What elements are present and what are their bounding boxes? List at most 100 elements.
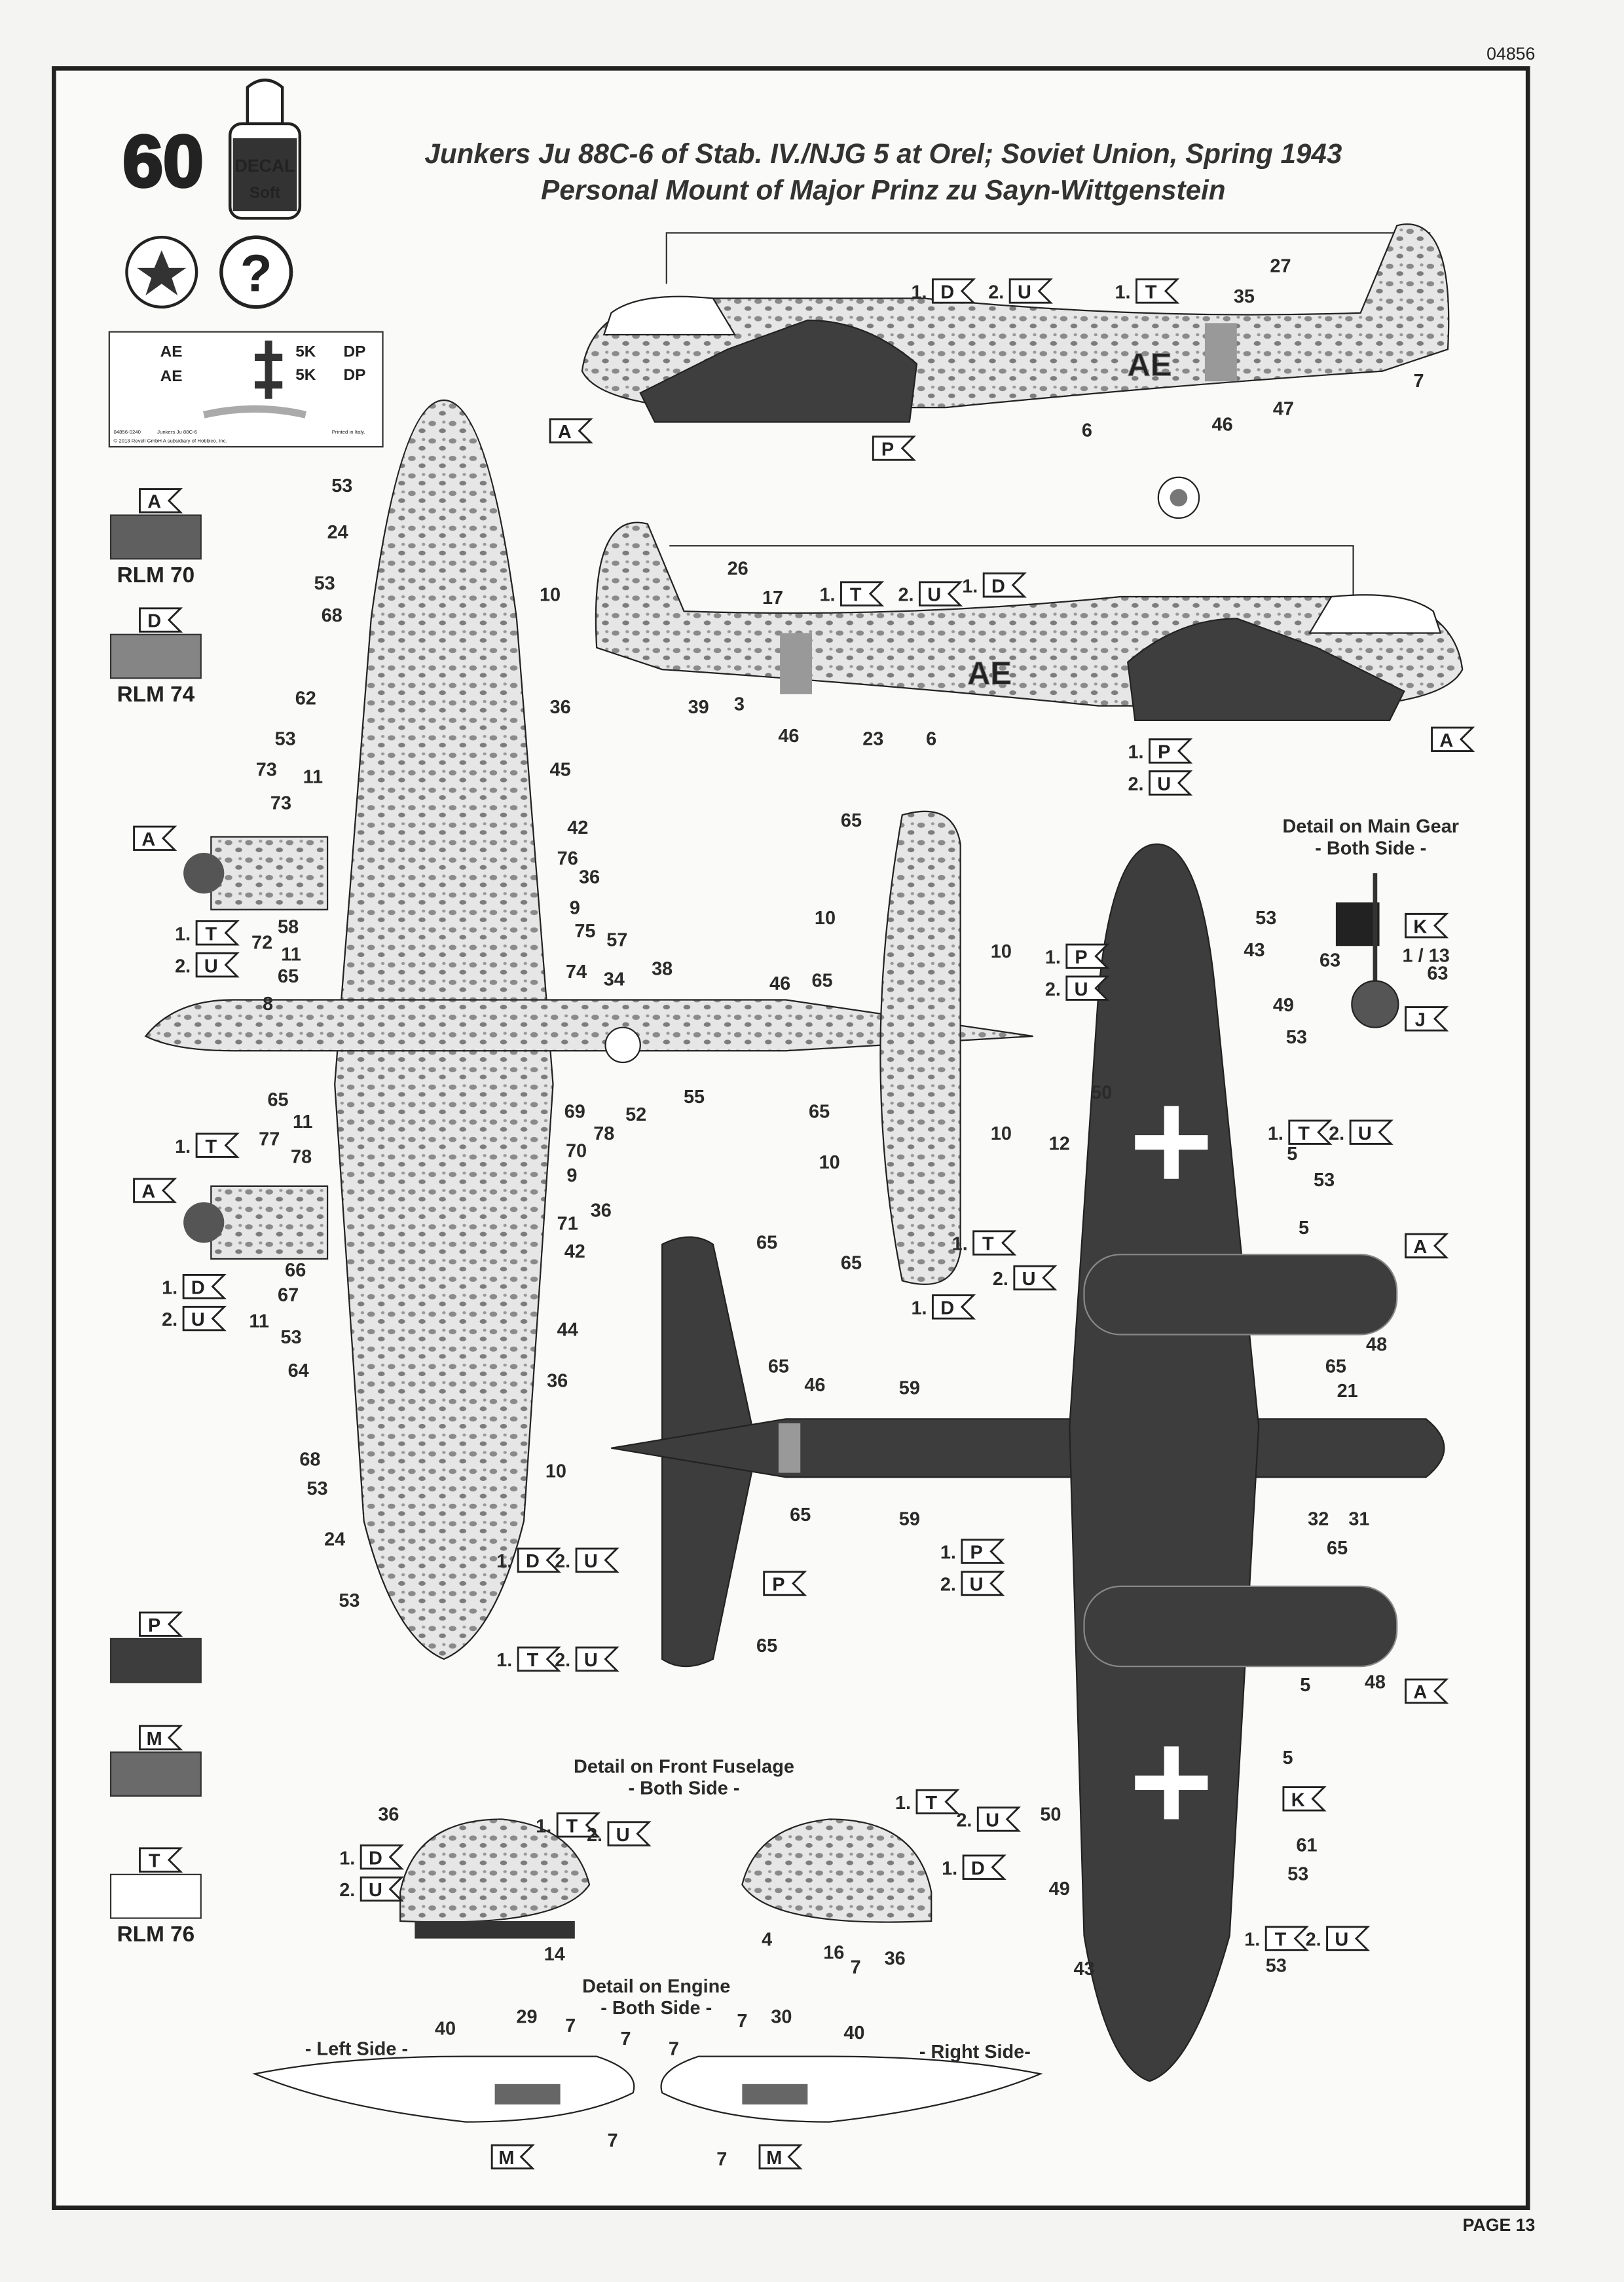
front-fuselage-detail-right <box>741 1818 932 1923</box>
callout-number: 12 <box>1049 1133 1070 1154</box>
color-code-tag: 2.U <box>988 278 1053 304</box>
fuselage-code-marking-left: AE <box>1128 347 1172 383</box>
legend-color-name: RLM 76 <box>117 1922 194 1947</box>
callout-number: 53 <box>1286 1027 1307 1048</box>
decal-bottle-sub: Soft <box>249 184 281 202</box>
callout-number: 36 <box>547 1371 568 1392</box>
color-code-tag: J <box>1405 1006 1449 1032</box>
color-code-letter: T <box>149 1851 160 1872</box>
decal-soft-bottle-icon: DECAL Soft <box>229 79 302 220</box>
decal-step-prefix: 2. <box>898 585 913 606</box>
decal-step-prefix: 2. <box>1045 979 1061 1000</box>
color-code-tag: 2.U <box>1306 1926 1371 1951</box>
front-fuselage-subtitle: - Both Side - <box>628 1778 739 1799</box>
callout-number: 36 <box>591 1201 612 1222</box>
color-code-tag: A <box>133 1178 177 1203</box>
callout-number: 5 <box>1287 1144 1297 1165</box>
legend-item-P: P <box>109 1611 202 1683</box>
color-swatch <box>109 514 202 560</box>
callout-number: 7 <box>608 2130 618 2151</box>
callout-number: 4 <box>762 1930 772 1951</box>
callout-number: 53 <box>1266 1956 1287 1977</box>
callout-number: 36 <box>885 1949 906 1970</box>
color-code-tag: 1.T <box>175 920 240 946</box>
color-code-tag: 1.D <box>911 278 976 304</box>
callout-number: 10 <box>991 1123 1012 1144</box>
callout-number: 53 <box>280 1327 301 1348</box>
decal-step-prefix: 1. <box>819 585 835 606</box>
callout-number: 39 <box>688 697 709 718</box>
callout-number: 63 <box>1427 963 1448 984</box>
color-code-letter: U <box>191 1309 205 1330</box>
top-view <box>144 399 1033 1660</box>
gear-fraction: 1 / 13 <box>1403 946 1450 967</box>
callout-number: 7 <box>621 2029 631 2049</box>
engine-detail-left <box>252 2055 635 2123</box>
color-code-letter: A <box>1439 730 1453 751</box>
color-swatch <box>109 1873 202 1919</box>
color-code-tag: A <box>1405 1233 1449 1259</box>
decal-step-prefix: 1. <box>911 282 927 303</box>
callout-number: 11 <box>293 1112 313 1132</box>
color-code-letter: M <box>147 1729 162 1749</box>
callout-number: 27 <box>1270 256 1291 277</box>
callout-number: 78 <box>291 1146 312 1167</box>
engine-subtitle: - Both Side - <box>600 1998 712 2019</box>
color-code-tag: 1.T <box>952 1230 1017 1256</box>
callout-number: 65 <box>768 1356 789 1377</box>
color-code-tag: 1.T <box>496 1646 561 1672</box>
callout-number: 65 <box>267 1090 288 1111</box>
color-code-tag: 1.D <box>339 1844 404 1870</box>
callout-number: 65 <box>1327 1538 1348 1559</box>
callout-number: 11 <box>281 944 301 965</box>
callout-number: 64 <box>288 1360 309 1381</box>
color-code-letter: U <box>927 585 941 606</box>
color-code-tag: 2.U <box>1329 1119 1393 1145</box>
color-code-letter: U <box>1157 774 1171 795</box>
callout-number: 53 <box>306 1478 327 1499</box>
decal-step-prefix: 1. <box>339 1848 355 1869</box>
callout-number: 43 <box>1073 1958 1094 1979</box>
decal-marking: DP <box>344 343 366 360</box>
callout-number: 49 <box>1049 1879 1070 1899</box>
decal-marking: AE <box>160 343 183 360</box>
callout-number: 43 <box>1244 940 1264 961</box>
decal-step-prefix: 1. <box>1128 742 1144 763</box>
color-code-letter: T <box>566 1816 578 1837</box>
front-fuselage-detail-left <box>399 1818 591 1939</box>
color-code-tag: 1. D <box>911 1294 976 1320</box>
callout-number: 72 <box>251 933 272 954</box>
decal-step-prefix: 1. <box>911 1298 927 1319</box>
color-code-letter: D <box>940 1298 954 1319</box>
decal-sheet-thumbnail: AE AE 5K DP 5K DP 04856-0240 Junkers Ju … <box>108 331 384 448</box>
color-code-tag: P <box>763 1571 807 1596</box>
wire-spool-icon <box>1157 476 1200 519</box>
color-code-letter: U <box>1335 1930 1348 1951</box>
color-code-tag: 1.T <box>1115 278 1180 304</box>
callout-number: 8 <box>263 994 273 1015</box>
callout-number: 5 <box>1283 1748 1293 1768</box>
callout-number: 65 <box>1325 1356 1346 1377</box>
callout-number: 9 <box>570 897 580 918</box>
help-icon: ? <box>219 235 293 309</box>
title-line-2: Personal Mount of Major Prinz zu Sayn-Wi… <box>541 174 1225 205</box>
callout-number: 73 <box>270 793 291 814</box>
callout-number: 10 <box>819 1152 840 1173</box>
callout-number: 7 <box>716 2149 727 2170</box>
callout-number: 10 <box>991 941 1012 962</box>
callout-number: 36 <box>550 697 571 718</box>
decal-step-prefix: 1. <box>536 1816 551 1837</box>
decal-step-prefix: 1. <box>1268 1123 1283 1144</box>
step-number: 60 <box>122 120 204 202</box>
color-code-letter: D <box>991 576 1005 597</box>
decal-step-prefix: 2. <box>175 956 191 977</box>
color-code-letter: U <box>584 1650 598 1671</box>
color-code-tag: A <box>1405 1678 1449 1704</box>
callout-number: 70 <box>566 1140 587 1161</box>
left-side-label: - Left Side - <box>305 2038 408 2059</box>
callout-number: 65 <box>809 1101 830 1122</box>
color-code-tag: M <box>139 1725 183 1751</box>
decal-step-prefix: 2. <box>1128 774 1144 795</box>
